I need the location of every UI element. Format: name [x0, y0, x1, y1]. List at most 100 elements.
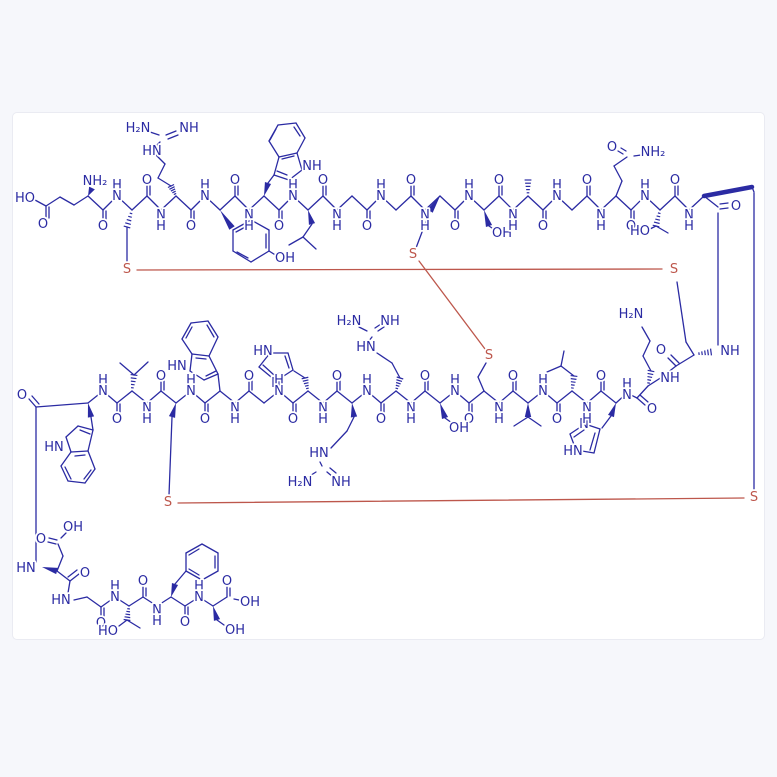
bond	[615, 392, 628, 404]
atom-label: N	[112, 189, 122, 204]
atom-label: H	[596, 219, 606, 234]
atom-label: H	[450, 373, 460, 388]
bond	[100, 596, 116, 608]
bond	[542, 390, 558, 404]
bond	[170, 596, 186, 607]
atom-label: N	[200, 189, 210, 204]
bond	[60, 465, 69, 482]
bond	[116, 390, 133, 404]
atom-label: OH	[63, 520, 83, 535]
atom-label: O	[274, 219, 284, 234]
bond	[292, 195, 309, 211]
atom-label: O	[406, 173, 416, 188]
bond	[546, 365, 562, 373]
bond	[87, 390, 104, 404]
bond	[90, 416, 94, 431]
atom-label: H	[640, 178, 650, 193]
bond	[154, 141, 161, 148]
atom-label: H	[112, 178, 122, 193]
bond	[206, 324, 215, 338]
bond	[118, 619, 128, 627]
bond	[688, 195, 705, 211]
atom-label: NH	[331, 475, 351, 490]
atom-label: O	[626, 219, 636, 234]
bond	[130, 373, 138, 389]
atom-label: O	[420, 369, 430, 384]
atom-label: HN	[51, 593, 71, 608]
bond	[301, 376, 309, 390]
bond	[600, 390, 617, 404]
bond	[160, 195, 177, 211]
bond	[293, 126, 301, 137]
atom-label: H	[230, 412, 240, 427]
atom-label: HN	[253, 344, 273, 359]
bond	[273, 174, 290, 181]
bond	[267, 174, 275, 184]
bond	[570, 374, 578, 389]
bond	[302, 236, 317, 250]
bond	[278, 152, 298, 158]
atom-label: H	[508, 219, 518, 234]
bond	[67, 580, 71, 594]
atom-label: H	[622, 377, 632, 392]
disulfide-bond	[136, 268, 663, 271]
bond	[269, 128, 277, 141]
atom-label: O	[376, 412, 386, 427]
bond	[79, 429, 91, 435]
bond	[57, 543, 64, 557]
bond	[175, 390, 192, 404]
bond	[64, 466, 72, 480]
atom-label: O	[200, 412, 210, 427]
bond	[513, 416, 529, 427]
bond	[83, 469, 92, 480]
atom-label: O	[731, 199, 741, 214]
bond	[65, 425, 79, 438]
bond	[647, 225, 657, 231]
bond	[281, 155, 295, 160]
atom-label: HN	[356, 340, 376, 355]
atom-label: O	[582, 173, 592, 188]
bond	[575, 449, 595, 454]
bond	[410, 195, 426, 211]
bond	[116, 195, 133, 211]
atom-label: H	[420, 219, 430, 234]
bond	[391, 362, 401, 379]
bond	[160, 390, 177, 404]
bond	[698, 348, 713, 356]
atom-label: O	[96, 616, 106, 631]
bond	[184, 596, 200, 607]
atom-label: NH	[302, 159, 322, 174]
atom-label: O	[332, 369, 342, 384]
atom-label: OH	[225, 623, 245, 638]
atom-label: N	[376, 189, 386, 204]
canvas-card	[12, 112, 765, 640]
bond	[676, 281, 687, 343]
bond	[366, 390, 382, 404]
bond	[296, 137, 306, 154]
atom-label: H	[142, 412, 152, 427]
bond	[350, 403, 358, 418]
disulfide-bond	[418, 260, 486, 350]
bond	[613, 156, 628, 167]
bond	[477, 362, 487, 378]
bond	[248, 195, 265, 211]
atom-label: N	[186, 384, 196, 399]
bond	[639, 394, 649, 403]
atom-label: O	[656, 343, 666, 358]
atom-label: N	[450, 384, 460, 399]
bond	[617, 150, 624, 155]
bond	[427, 196, 440, 213]
bond	[326, 471, 334, 478]
atom-label: H	[186, 373, 196, 388]
atom-label: O	[17, 388, 27, 403]
atom-label: NH	[720, 344, 740, 359]
bond	[322, 390, 338, 404]
atom-label: O	[156, 369, 166, 384]
bond	[439, 195, 456, 211]
atom-label: O	[362, 219, 372, 234]
sulfur-atom-label: S	[164, 495, 172, 510]
bond	[641, 326, 651, 342]
bond	[181, 338, 193, 355]
atom-label: O	[38, 217, 48, 232]
atom-label: N	[552, 189, 562, 204]
